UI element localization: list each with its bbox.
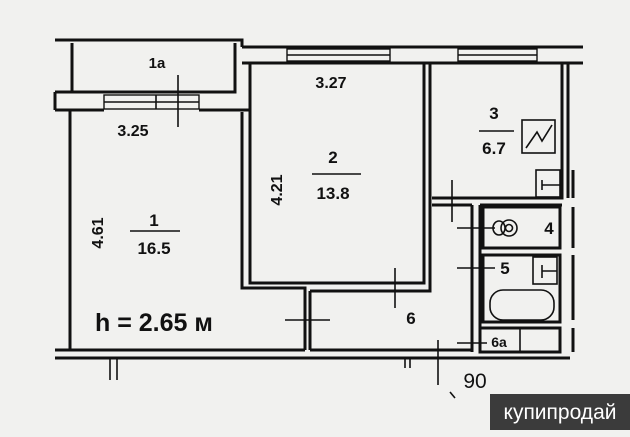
bath-room-5 (481, 253, 562, 324)
room-1-number: 1 (149, 211, 158, 230)
room-2-width: 3.27 (315, 75, 346, 92)
bathtub-icon (489, 289, 555, 321)
room-2-number: 2 (328, 148, 337, 167)
entrance-dimension: 90 (463, 370, 486, 393)
room-6a-number: 6а (491, 334, 507, 350)
room-6-number: 6 (406, 309, 415, 328)
room-1-walls (53, 75, 312, 352)
room-5-number: 5 (500, 259, 509, 278)
room-1-area: 16.5 (137, 239, 170, 258)
room-3-walls (432, 63, 570, 222)
room-2-length: 4.21 (269, 174, 286, 205)
room-1a-label: 1а (149, 55, 166, 72)
watermark-text: купипродай (504, 401, 617, 424)
bathroom-walls (457, 170, 575, 354)
sink-icon (535, 169, 561, 198)
balcony-walls (55, 38, 244, 94)
closet-room-6a (478, 326, 562, 354)
watermark-background (490, 394, 630, 430)
room-3-number: 3 (489, 104, 498, 123)
room-1-length: 4.61 (90, 217, 107, 248)
room-2-area: 13.8 (316, 184, 349, 203)
room-1-width: 3.25 (117, 123, 148, 140)
exterior-wall-top (242, 45, 583, 65)
stove-icon (521, 119, 556, 154)
room-3-area: 6.7 (482, 139, 506, 158)
exterior-wall-bottom (55, 319, 570, 399)
ceiling-height: h = 2.65 м (95, 309, 213, 337)
room-2-walls (248, 63, 432, 308)
room-4-number: 4 (544, 219, 554, 238)
